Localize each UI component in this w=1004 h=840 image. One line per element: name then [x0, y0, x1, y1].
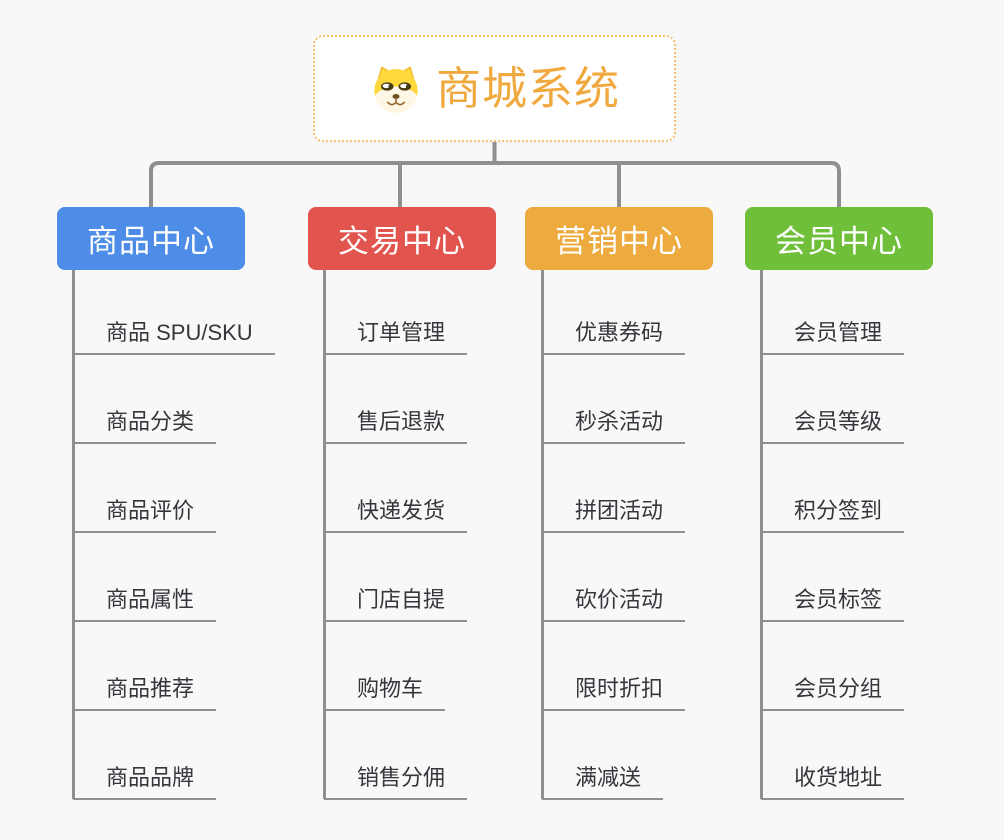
branch-trade-center[interactable]: 交易中心 — [308, 207, 496, 270]
subtopic-product-brand[interactable]: 商品品牌 — [73, 711, 275, 800]
member-center-subtopics: 会员管理 会员等级 积分签到 会员标签 会员分组 收货地址 — [761, 266, 905, 800]
subtopic-label: 拼团活动 — [542, 498, 686, 533]
subtopic-shipping-address[interactable]: 收货地址 — [761, 711, 905, 800]
subtopic-store-pickup[interactable]: 门店自提 — [324, 533, 468, 622]
subtopic-label: 限时折扣 — [542, 676, 686, 711]
branch-label: 会员中心 — [775, 224, 903, 259]
subtopic-member-groups[interactable]: 会员分组 — [761, 622, 905, 711]
subtopic-label: 满减送 — [542, 765, 664, 800]
product-center-subtopics: 商品 SPU/SKU 商品分类 商品评价 商品属性 商品推荐 商品品牌 — [73, 266, 275, 800]
marketing-center-subtopics: 优惠券码 秒杀活动 拼团活动 砍价活动 限时折扣 满减送 — [542, 266, 686, 800]
subtopic-express-shipping[interactable]: 快递发货 — [324, 444, 468, 533]
subtopic-product-spu-sku[interactable]: 商品 SPU/SKU — [73, 266, 275, 355]
branch-label: 交易中心 — [338, 224, 466, 259]
subtopic-label: 优惠券码 — [542, 320, 686, 355]
subtopic-label: 购物车 — [324, 676, 446, 711]
subtopic-label: 商品推荐 — [73, 676, 217, 711]
subtopic-member-level[interactable]: 会员等级 — [761, 355, 905, 444]
subtopic-product-recommend[interactable]: 商品推荐 — [73, 622, 275, 711]
subtopic-label: 会员等级 — [761, 409, 905, 444]
branch-member-center[interactable]: 会员中心 — [745, 207, 933, 270]
subtopic-label: 售后退款 — [324, 409, 468, 444]
subtopic-label: 销售分佣 — [324, 765, 468, 800]
subtopic-label: 砍价活动 — [542, 587, 686, 622]
subtopic-label: 订单管理 — [324, 320, 468, 355]
subtopic-label: 门店自提 — [324, 587, 468, 622]
subtopic-full-reduction-promo[interactable]: 满减送 — [542, 711, 685, 800]
subtopic-product-category[interactable]: 商品分类 — [73, 355, 275, 444]
subtopic-shopping-cart[interactable]: 购物车 — [324, 622, 467, 711]
subtopic-label: 积分签到 — [761, 498, 905, 533]
root-node[interactable]: 商城系统 — [313, 35, 676, 142]
subtopic-bargain-activity[interactable]: 砍价活动 — [542, 533, 686, 622]
branch-marketing-center[interactable]: 营销中心 — [525, 207, 713, 270]
subtopic-points-checkin[interactable]: 积分签到 — [761, 444, 905, 533]
subtopic-after-sales-refund[interactable]: 售后退款 — [324, 355, 468, 444]
subtopic-product-attribute[interactable]: 商品属性 — [73, 533, 275, 622]
trade-center-subtopics: 订单管理 售后退款 快递发货 门店自提 购物车 销售分佣 — [324, 266, 468, 800]
subtopic-label: 商品品牌 — [73, 765, 217, 800]
subtopic-label: 收货地址 — [761, 765, 905, 800]
subtopic-product-review[interactable]: 商品评价 — [73, 444, 275, 533]
subtopic-label: 商品属性 — [73, 587, 217, 622]
subtopic-label: 会员管理 — [761, 320, 905, 355]
subtopic-label: 商品评价 — [73, 498, 217, 533]
subtopic-label: 商品 SPU/SKU — [73, 320, 275, 355]
subtopic-order-management[interactable]: 订单管理 — [324, 266, 468, 355]
root-title: 商城系统 — [435, 63, 620, 114]
subtopic-limited-time-discount[interactable]: 限时折扣 — [542, 622, 686, 711]
subtopic-label: 商品分类 — [73, 409, 217, 444]
branch-label: 商品中心 — [87, 224, 215, 259]
subtopic-label: 会员分组 — [761, 676, 905, 711]
branch-product-center[interactable]: 商品中心 — [57, 207, 245, 270]
branch-label: 营销中心 — [555, 224, 683, 259]
subtopic-flash-sale[interactable]: 秒杀活动 — [542, 355, 686, 444]
subtopic-label: 快递发货 — [324, 498, 468, 533]
subtopic-member-management[interactable]: 会员管理 — [761, 266, 905, 355]
subtopic-member-tags[interactable]: 会员标签 — [761, 533, 905, 622]
subtopic-label: 会员标签 — [761, 587, 905, 622]
shiba-dog-icon — [374, 65, 418, 112]
subtopic-group-buying[interactable]: 拼团活动 — [542, 444, 686, 533]
subtopic-label: 秒杀活动 — [542, 409, 686, 444]
subtopic-sales-commission[interactable]: 销售分佣 — [324, 711, 468, 800]
subtopic-coupon-code[interactable]: 优惠券码 — [542, 266, 686, 355]
